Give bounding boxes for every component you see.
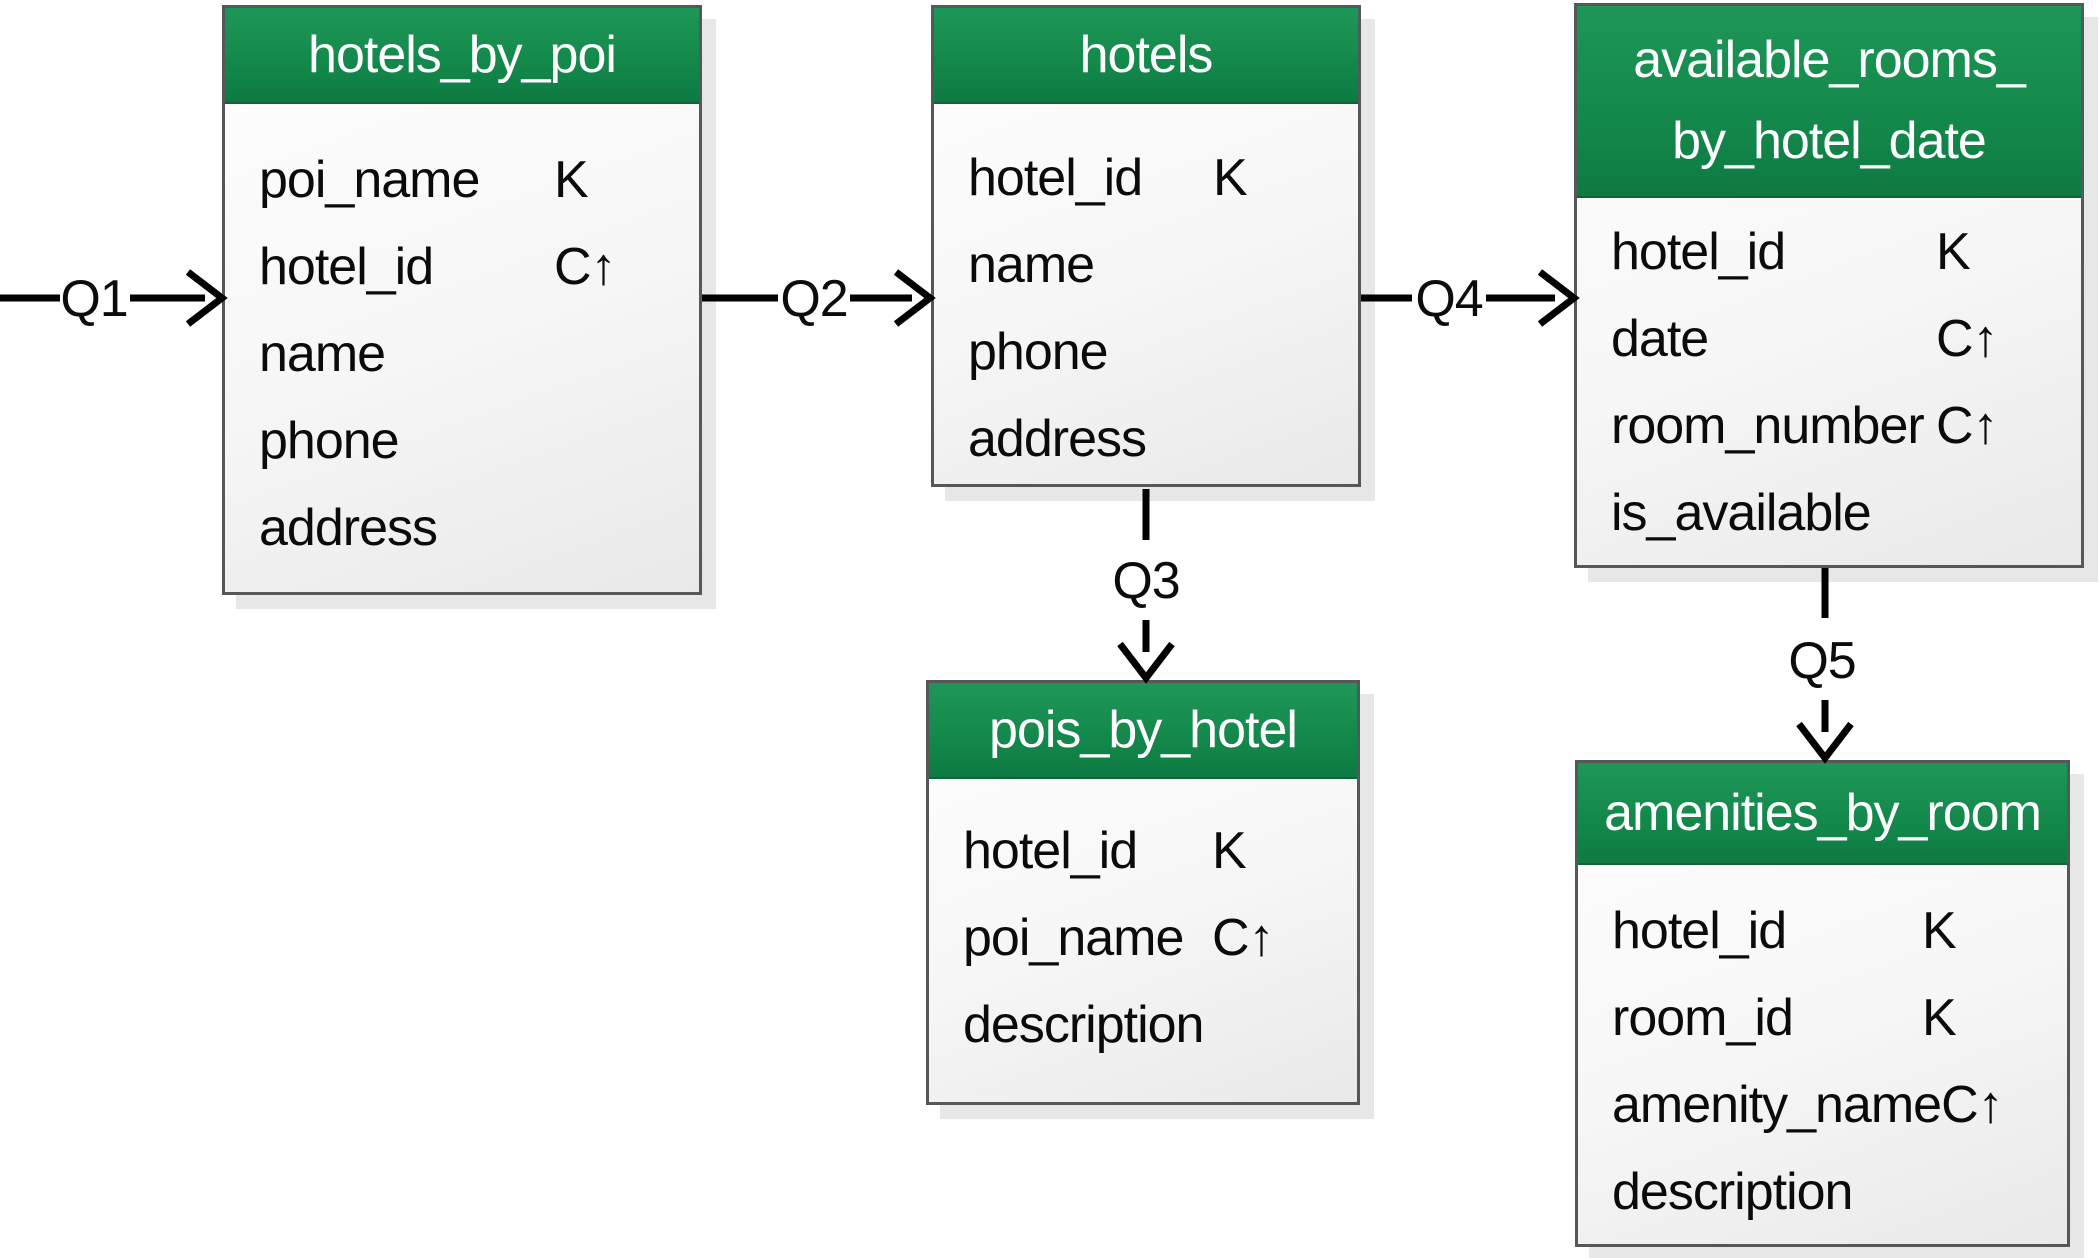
q3-arrowhead-icon <box>1117 641 1175 684</box>
table-columns: hotel_id K room_id K amenity_name C↑ des… <box>1578 865 2067 1235</box>
table-hotels-by-poi: hotels_by_poi poi_name K hotel_id C↑ nam… <box>222 5 702 595</box>
column-name: phone <box>259 411 400 470</box>
column-row: is_available <box>1577 469 2081 556</box>
table-available-rooms-by-hotel-date: available_rooms_ by_hotel_date hotel_id … <box>1574 3 2084 568</box>
table-columns: poi_name K hotel_id C↑ name phone addres… <box>225 104 699 571</box>
column-row: description <box>929 981 1357 1068</box>
column-row: poi_name K <box>225 136 699 223</box>
q5-label: Q5 <box>1788 632 1855 690</box>
column-row: hotel_id C↑ <box>225 223 699 310</box>
column-name: description <box>963 995 1204 1054</box>
column-row: hotel_id K <box>1578 887 2067 974</box>
table-title: pois_by_hotel <box>989 700 1298 759</box>
column-name: name <box>259 324 386 383</box>
q5-arrowhead-icon <box>1796 721 1854 764</box>
query-arrow-q4: Q4 <box>1361 269 1580 328</box>
column-name: hotel_id <box>1612 901 1787 960</box>
table-header: amenities_by_room <box>1578 763 2067 865</box>
column-name: is_available <box>1611 483 1872 542</box>
column-name: poi_name <box>963 908 1184 967</box>
column-row: amenity_name C↑ <box>1578 1061 2067 1148</box>
column-row: hotel_id K <box>1577 208 2081 295</box>
query-arrow-q5: Q5 <box>1788 568 1857 764</box>
clustering-key-badge: C↑ <box>1212 908 1275 967</box>
q2-arrowhead-icon <box>893 269 936 327</box>
partition-key-badge: K <box>1212 821 1247 880</box>
column-name: address <box>968 409 1147 468</box>
table-header: hotels <box>934 8 1358 104</box>
table-pois-by-hotel: pois_by_hotel hotel_id K poi_name C↑ des… <box>926 680 1360 1105</box>
column-name: room_id <box>1612 988 1794 1047</box>
column-row: phone <box>934 308 1358 395</box>
table-header: hotels_by_poi <box>225 8 699 104</box>
column-row: hotel_id K <box>929 807 1357 894</box>
column-row: poi_name C↑ <box>929 894 1357 981</box>
column-name: hotel_id <box>968 148 1143 207</box>
table-title-line1: available_rooms_ <box>1633 31 2026 90</box>
column-name: description <box>1612 1162 1853 1221</box>
clustering-key-badge: C↑ <box>1936 309 1999 368</box>
column-row: date C↑ <box>1577 295 2081 382</box>
column-row: address <box>225 484 699 571</box>
query-arrow-q2: Q2 <box>702 269 936 328</box>
column-name: hotel_id <box>963 821 1138 880</box>
column-row: hotel_id K <box>934 134 1358 221</box>
clustering-key-badge: C↑ <box>1941 1075 2004 1134</box>
partition-key-badge: K <box>1936 222 1971 281</box>
table-header: available_rooms_ by_hotel_date <box>1577 6 2081 198</box>
column-row: phone <box>225 397 699 484</box>
table-title-line2: by_hotel_date <box>1672 112 1987 170</box>
column-name: hotel_id <box>259 237 434 296</box>
column-name: room_number <box>1611 396 1925 455</box>
table-columns: hotel_id K poi_name C↑ description <box>929 779 1357 1068</box>
table-columns: hotel_id K name phone address <box>934 104 1358 482</box>
q3-label: Q3 <box>1112 552 1179 610</box>
column-name: date <box>1611 309 1709 368</box>
column-name: phone <box>968 322 1109 381</box>
table-columns: hotel_id K date C↑ room_number C↑ is_ava… <box>1577 198 2081 556</box>
partition-key-badge: K <box>1922 901 1957 960</box>
q1-label: Q1 <box>60 270 127 328</box>
table-title: amenities_by_room <box>1604 783 2042 842</box>
partition-key-badge: K <box>1213 148 1248 207</box>
column-row: name <box>934 221 1358 308</box>
column-row: description <box>1578 1148 2067 1235</box>
query-arrow-q3: Q3 <box>1112 489 1181 684</box>
table-header: pois_by_hotel <box>929 683 1357 779</box>
table-title: hotels_by_poi <box>308 25 617 84</box>
table-hotels: hotels hotel_id K name phone address <box>931 5 1361 487</box>
column-row: address <box>934 395 1358 482</box>
partition-key-badge: K <box>554 150 589 209</box>
q4-arrowhead-icon <box>1537 269 1580 327</box>
q4-label: Q4 <box>1415 270 1482 328</box>
column-row: room_number C↑ <box>1577 382 2081 469</box>
column-name: amenity_name <box>1612 1075 1942 1134</box>
clustering-key-badge: C↑ <box>554 237 617 296</box>
column-row: name <box>225 310 699 397</box>
partition-key-badge: K <box>1922 988 1957 1047</box>
table-title: hotels <box>1079 25 1214 84</box>
column-name: hotel_id <box>1611 222 1786 281</box>
column-row: room_id K <box>1578 974 2067 1061</box>
column-name: address <box>259 498 438 557</box>
column-name: name <box>968 235 1095 294</box>
table-amenities-by-room: amenities_by_room hotel_id K room_id K a… <box>1575 760 2070 1247</box>
column-name: poi_name <box>259 150 480 209</box>
query-arrow-q1: Q1 <box>0 269 228 328</box>
q2-label: Q2 <box>780 270 847 328</box>
q1-arrowhead-icon <box>185 269 228 327</box>
clustering-key-badge: C↑ <box>1936 396 1999 455</box>
